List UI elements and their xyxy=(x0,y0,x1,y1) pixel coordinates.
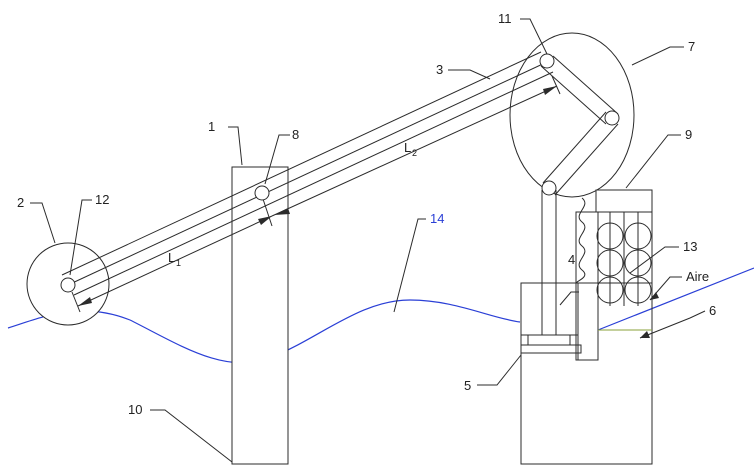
piston-rod xyxy=(541,190,557,335)
bottom-linkage-joint xyxy=(541,180,557,196)
top-linkage-joint xyxy=(539,53,555,69)
piston xyxy=(527,334,571,346)
label-2: 2 xyxy=(17,195,24,210)
label-8: 8 xyxy=(292,127,299,142)
leader-lines xyxy=(30,18,706,463)
linkage-housing xyxy=(509,32,635,198)
label-14: 14 xyxy=(430,211,444,226)
label-12: 12 xyxy=(95,192,109,207)
label-13: 13 xyxy=(683,239,697,254)
label-aire: Aire xyxy=(686,269,709,284)
float-joint xyxy=(60,277,76,293)
linkage-bars xyxy=(540,55,619,196)
svg-text:L: L xyxy=(168,250,175,265)
dimension-label-L1: L 1 xyxy=(168,250,181,268)
pressure-tank xyxy=(520,282,653,465)
label-3: 3 xyxy=(436,62,443,77)
aire-arrow-head xyxy=(650,292,659,300)
label-5: 5 xyxy=(464,378,471,393)
label-4: 4 xyxy=(568,252,575,267)
dimension-label-L2: L 2 xyxy=(404,140,417,158)
label-1: 1 xyxy=(208,119,215,134)
tank-arrow-head xyxy=(640,331,650,338)
label-6: 6 xyxy=(709,303,716,318)
svg-text:2: 2 xyxy=(412,148,417,158)
turbine-tower xyxy=(575,189,653,361)
support-column xyxy=(231,166,289,465)
dimension-lines xyxy=(71,75,561,313)
air-duct xyxy=(576,197,586,284)
pivot-joint xyxy=(254,185,270,201)
turbine-blades xyxy=(596,212,652,306)
svg-text:1: 1 xyxy=(176,258,181,268)
lever-arm xyxy=(61,51,554,296)
label-10: 10 xyxy=(128,402,142,417)
label-7: 7 xyxy=(688,39,695,54)
middle-linkage-joint xyxy=(604,110,620,126)
ocean-wave-right xyxy=(597,267,754,331)
label-11: 11 xyxy=(498,11,512,26)
label-9: 9 xyxy=(685,127,692,142)
svg-text:L: L xyxy=(404,140,411,155)
